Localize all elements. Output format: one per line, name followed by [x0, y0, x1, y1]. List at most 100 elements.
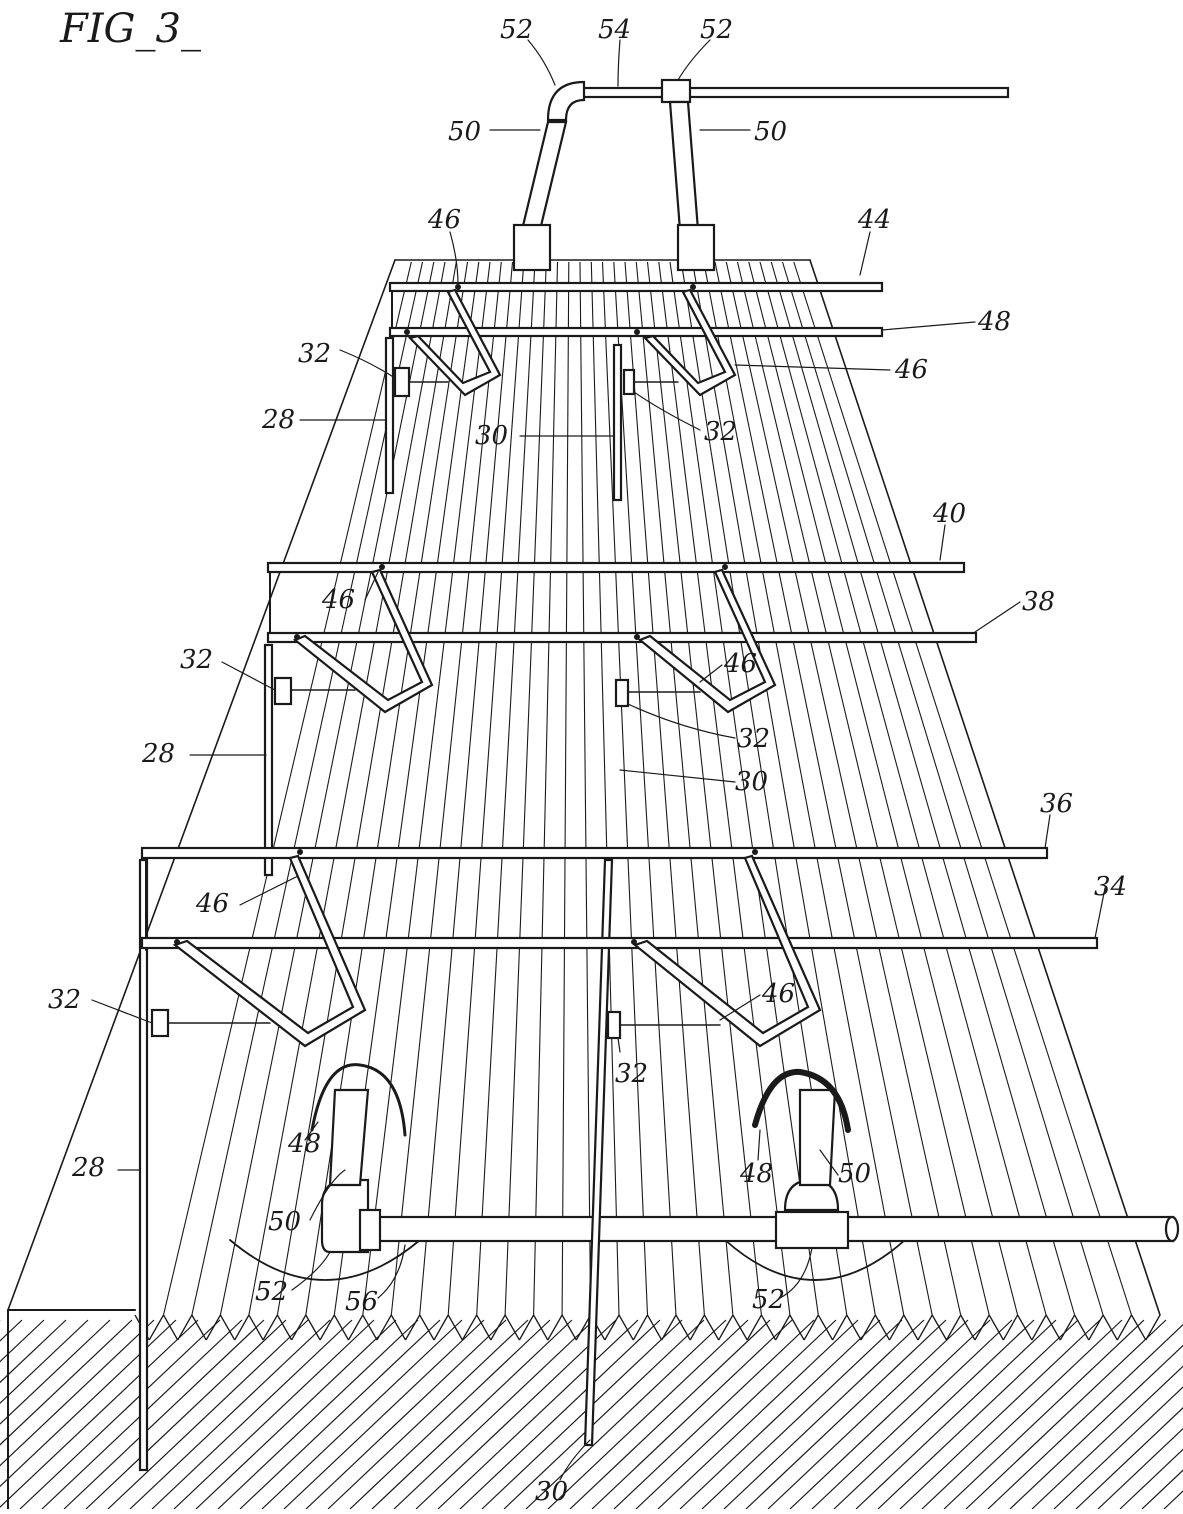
- ground-hatch-line: [811, 1319, 1013, 1510]
- ground-hatch-line: [899, 1319, 1101, 1510]
- ground-hatch-line: [173, 1319, 375, 1510]
- pleat-line: [759, 261, 1047, 1316]
- pleat-fold: [817, 1314, 834, 1341]
- pleat-line: [419, 261, 514, 1316]
- label-30-b: 30: [735, 767, 768, 797]
- pleat-fold: [1031, 1314, 1047, 1341]
- ground-hatch-line: [1031, 1365, 1183, 1510]
- pleat-line: [669, 261, 819, 1316]
- pleat-line: [770, 261, 1076, 1316]
- pleat-line: [714, 261, 933, 1316]
- label-50-bottom-left: 50: [268, 1207, 301, 1237]
- pleat-fold: [162, 1314, 179, 1341]
- label-46-c: 46: [321, 585, 355, 615]
- pleat-fold: [718, 1314, 734, 1341]
- ground-hatch-line: [0, 1319, 111, 1425]
- pleat-fold: [689, 1314, 705, 1341]
- ground-hatch-line: [987, 1323, 1183, 1510]
- pleat-fold: [903, 1314, 919, 1341]
- label-28-a: 28: [261, 405, 295, 435]
- pleat-fold: [262, 1314, 278, 1341]
- ground-hatch-line: [107, 1319, 309, 1510]
- label-46-b: 46: [894, 355, 928, 385]
- pleat-line: [533, 261, 559, 1316]
- pleat-line: [703, 261, 905, 1316]
- label-56: 56: [345, 1287, 378, 1317]
- ground-hatch-line: [613, 1319, 815, 1510]
- ground-hatch-line: [965, 1319, 1167, 1510]
- pleat-fold: [888, 1314, 905, 1341]
- pleat-fold: [234, 1314, 250, 1341]
- pleat-line: [646, 261, 762, 1316]
- ground-hatch-line: [371, 1319, 573, 1510]
- pleated-structure: [7, 259, 1161, 1341]
- pleat-line: [691, 261, 876, 1316]
- pleat-fold: [1130, 1314, 1147, 1341]
- pleat-fold: [547, 1314, 563, 1341]
- lower-manifold: [310, 1063, 1180, 1254]
- rake-brackets: [150, 288, 822, 1048]
- ground-hatch-line: [1053, 1386, 1183, 1510]
- pleat-fold: [618, 1314, 634, 1341]
- ground-hatch-line: [635, 1319, 837, 1510]
- pleat-line: [613, 261, 677, 1316]
- rivets: [174, 284, 758, 945]
- label-32-e: 32: [48, 985, 81, 1015]
- pleat-fold: [703, 1314, 720, 1341]
- pleat-fold: [746, 1314, 762, 1341]
- pleat-line: [736, 261, 990, 1316]
- pleat-fold: [333, 1314, 350, 1341]
- pleat-line: [191, 261, 424, 1316]
- pleat-fold: [860, 1314, 876, 1341]
- ground-hatch-line: [217, 1319, 419, 1510]
- ground-hatch-line: [0, 1319, 67, 1384]
- pleat-fold: [775, 1314, 791, 1341]
- pleat-fold: [476, 1314, 492, 1341]
- pleat-fold: [561, 1314, 577, 1341]
- ground-hatch-line: [327, 1319, 529, 1510]
- label-32-f: 32: [615, 1059, 648, 1089]
- ground-hatch-line: [921, 1319, 1123, 1510]
- ground-hatch-line: [349, 1319, 551, 1510]
- label-28-c: 28: [71, 1153, 105, 1183]
- ground-hatch-line: [459, 1319, 661, 1510]
- label-32-c: 32: [180, 645, 213, 675]
- pleat-line: [219, 261, 435, 1316]
- ground-hatch-line: [1075, 1407, 1183, 1510]
- pleat-fold: [945, 1314, 962, 1341]
- ground-hatch-line: [833, 1319, 1035, 1510]
- pleat-fold: [248, 1314, 264, 1341]
- ground-hatch-line: [437, 1319, 639, 1510]
- pleat-fold: [789, 1314, 805, 1341]
- label-50-top-right: 50: [754, 117, 787, 147]
- pleat-fold: [917, 1314, 933, 1341]
- pleat-fold: [433, 1314, 449, 1341]
- ground-hatch-line: [1141, 1469, 1183, 1510]
- label-52-bottom-left: 52: [255, 1277, 288, 1307]
- pleat-fold: [148, 1314, 165, 1341]
- pleat-line: [162, 261, 412, 1316]
- ground-hatch-line: [0, 1319, 155, 1467]
- label-48-top: 48: [977, 307, 1011, 337]
- pleat-line: [624, 261, 705, 1316]
- pleat-fold: [661, 1314, 677, 1341]
- pleat-line: [658, 261, 791, 1316]
- pleat-line: [561, 261, 570, 1316]
- pleat-fold: [191, 1314, 207, 1341]
- label-52-top-right: 52: [700, 15, 733, 45]
- ground-hatch-line: [1097, 1427, 1183, 1510]
- pleat-fold: [461, 1314, 478, 1341]
- pleat-line: [248, 261, 446, 1316]
- reference-numerals: 52 54 52 50 50 46 44 48 32 46 32 28 30 4…: [48, 15, 1127, 1507]
- ground-hatch-line: [767, 1319, 969, 1510]
- pleat-line: [793, 261, 1133, 1316]
- label-48-left: 48: [287, 1129, 321, 1159]
- pleat-line: [590, 261, 620, 1316]
- pleat-line: [390, 261, 502, 1316]
- pleat-fold: [1102, 1314, 1118, 1341]
- label-38: 38: [1022, 587, 1055, 617]
- ground-hatch-line: [877, 1319, 1079, 1510]
- label-54: 54: [598, 15, 631, 45]
- ground-hatch-line: [745, 1319, 947, 1510]
